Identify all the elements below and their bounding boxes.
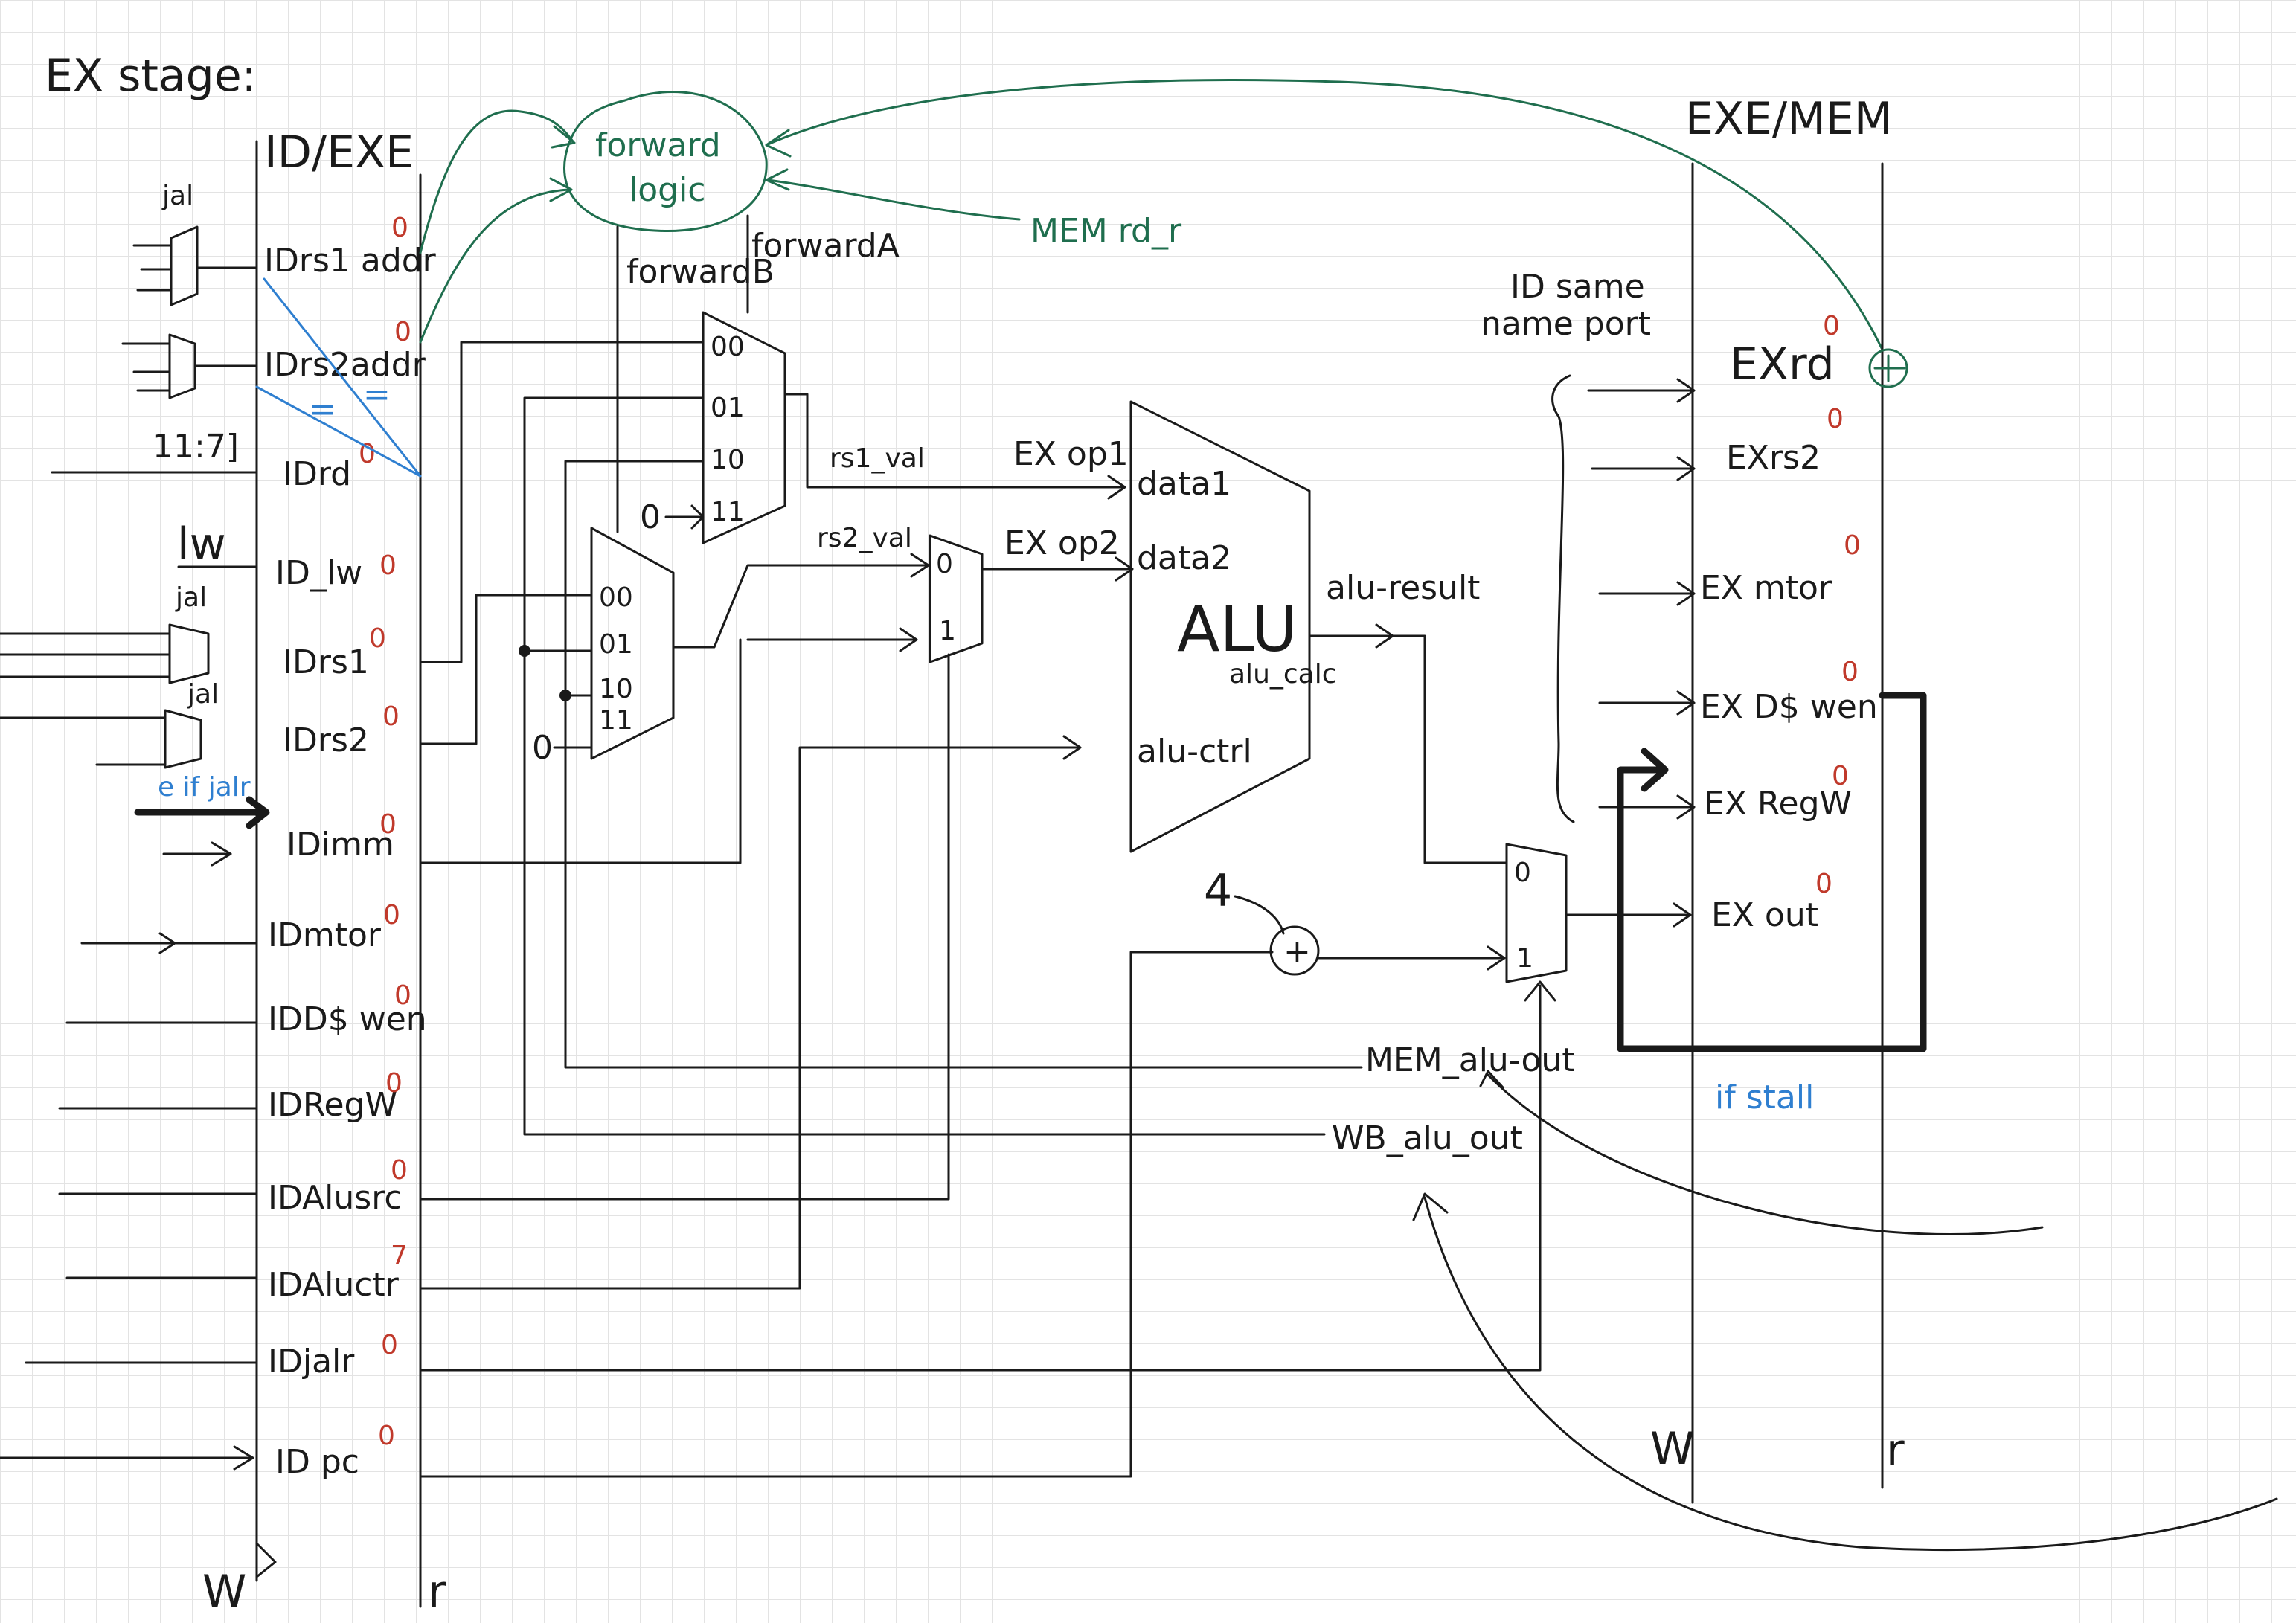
mark: 0 (1841, 657, 1859, 687)
note-same-port-2: name port (1481, 305, 1651, 343)
mux-out-sel-0: 0 (1514, 858, 1531, 888)
mark: 0 (1823, 311, 1840, 341)
alu-port-data2: data2 (1137, 539, 1231, 577)
label-bits: 11:7] (153, 428, 239, 466)
mux-alusrc-sel-0: 0 (936, 549, 953, 579)
alu-port-ctrl: alu-ctrl (1137, 733, 1252, 771)
id-port-alusrc: IDAlusrc (268, 1179, 403, 1217)
mark: 0 (1815, 869, 1832, 899)
id-port-imm: IDimm (286, 826, 394, 864)
mark: 0 (1827, 404, 1844, 434)
mark: 0 (381, 1330, 398, 1360)
mark: 0 (383, 900, 400, 931)
label-wb-alu-out: WB_alu_out (1332, 1119, 1523, 1157)
mux-alusrc-sel-1: 1 (939, 616, 956, 646)
ex-port-rd: EXrd (1730, 338, 1835, 391)
mux-a-sel-11: 11 (711, 497, 745, 527)
mark: 0 (378, 1421, 395, 1451)
ex-port-out: EX out (1711, 896, 1818, 934)
note-eq2: = (363, 376, 391, 414)
mux-a-sel-01: 01 (711, 393, 745, 423)
label-jal-mid: jal (175, 582, 207, 613)
mark: 0 (369, 623, 386, 654)
id-port-rs2: IDrs2 (283, 721, 369, 759)
mux-b-sel-11: 11 (599, 705, 633, 736)
ex-port-rs2: EXrs2 (1726, 439, 1821, 477)
mark: 0 (379, 550, 397, 581)
id-port-rs1: IDrs1 (283, 643, 369, 681)
wire-rs2-val: rs2_val (817, 523, 912, 553)
ex-port-regw: EX RegW (1704, 785, 1852, 823)
exe-mem-title: EXE/MEM (1685, 93, 1893, 145)
ex-port-mtor: EX mtor (1700, 569, 1832, 607)
mark: 0 (379, 809, 397, 840)
id-port-aluctr: IDAluctr (268, 1266, 400, 1304)
mark: 0 (385, 1068, 403, 1099)
mux-b-zero: 0 (532, 729, 553, 767)
adder-op: + (1283, 933, 1311, 971)
note-same-port-1: ID same (1510, 268, 1645, 306)
wire-ex-op2: EX op2 (1004, 524, 1120, 562)
wire-ex-op1: EX op1 (1013, 435, 1129, 473)
adder-const: 4 (1204, 865, 1232, 917)
mark: 0 (394, 980, 411, 1011)
alu-result-label: alu-result (1326, 569, 1480, 607)
mux-b-sel-00: 00 (599, 582, 633, 613)
id-port-rs1-addr: IDrs1 addr (264, 242, 437, 280)
note-if-jalr: e if jalr (158, 772, 251, 803)
label-jal-low: jal (187, 679, 219, 710)
id-port-pc: ID pc (275, 1443, 359, 1481)
mark: 0 (394, 317, 411, 347)
mark: 0 (391, 1155, 408, 1186)
note-if-stall: if stall (1715, 1079, 1814, 1116)
label-mem-rd: MEM rd_r (1030, 212, 1182, 250)
id-port-lw: ID_lw (275, 554, 362, 592)
id-exe-title: ID/EXE (264, 126, 414, 179)
forward-logic-line1: forward (595, 126, 721, 164)
mark: 0 (1844, 530, 1861, 561)
mark-aluctr: 7 (391, 1241, 408, 1271)
mux-out-sel-1: 1 (1516, 943, 1533, 974)
mark: 0 (391, 213, 408, 243)
id-port-rs2-addr: IDrs2addr (264, 346, 426, 384)
stage-title: EX stage: (45, 50, 257, 102)
label-lw: lw (177, 518, 226, 571)
id-port-mtor: IDmtor (268, 916, 382, 954)
id-exe-read-label: r (428, 1566, 446, 1618)
mux-b-sel-10: 10 (599, 674, 633, 704)
id-port-rd: IDrd (283, 455, 351, 493)
mark: 0 (1832, 761, 1849, 791)
alu-port-data1: data1 (1137, 465, 1231, 503)
mux-b-sel-01: 01 (599, 629, 633, 660)
id-port-regw: IDRegW (268, 1086, 397, 1124)
exe-mem-write-label: W (1650, 1423, 1694, 1475)
mux-a-zero: 0 (640, 498, 661, 536)
mux-a-sel-00: 00 (711, 332, 745, 362)
exe-mem-read-label: r (1886, 1424, 1905, 1476)
alu-title: ALU (1177, 593, 1298, 666)
alu-calc: alu_calc (1229, 659, 1337, 690)
note-eq1: = (309, 391, 336, 428)
ex-port-dcache-wen: EX D$ wen (1700, 688, 1878, 726)
mark: 0 (382, 701, 400, 732)
wire-rs1-val: rs1_val (830, 443, 925, 474)
id-port-jalr: IDjalr (268, 1343, 355, 1381)
label-jal-top: jal (161, 181, 193, 211)
mux-a-sel-10: 10 (711, 445, 745, 475)
id-exe-write-label: W (202, 1566, 246, 1618)
label-mem-alu-out: MEM_alu-out (1365, 1041, 1575, 1079)
label-forward-a: forwardA (751, 227, 900, 265)
forward-logic-line2: logic (629, 171, 706, 209)
